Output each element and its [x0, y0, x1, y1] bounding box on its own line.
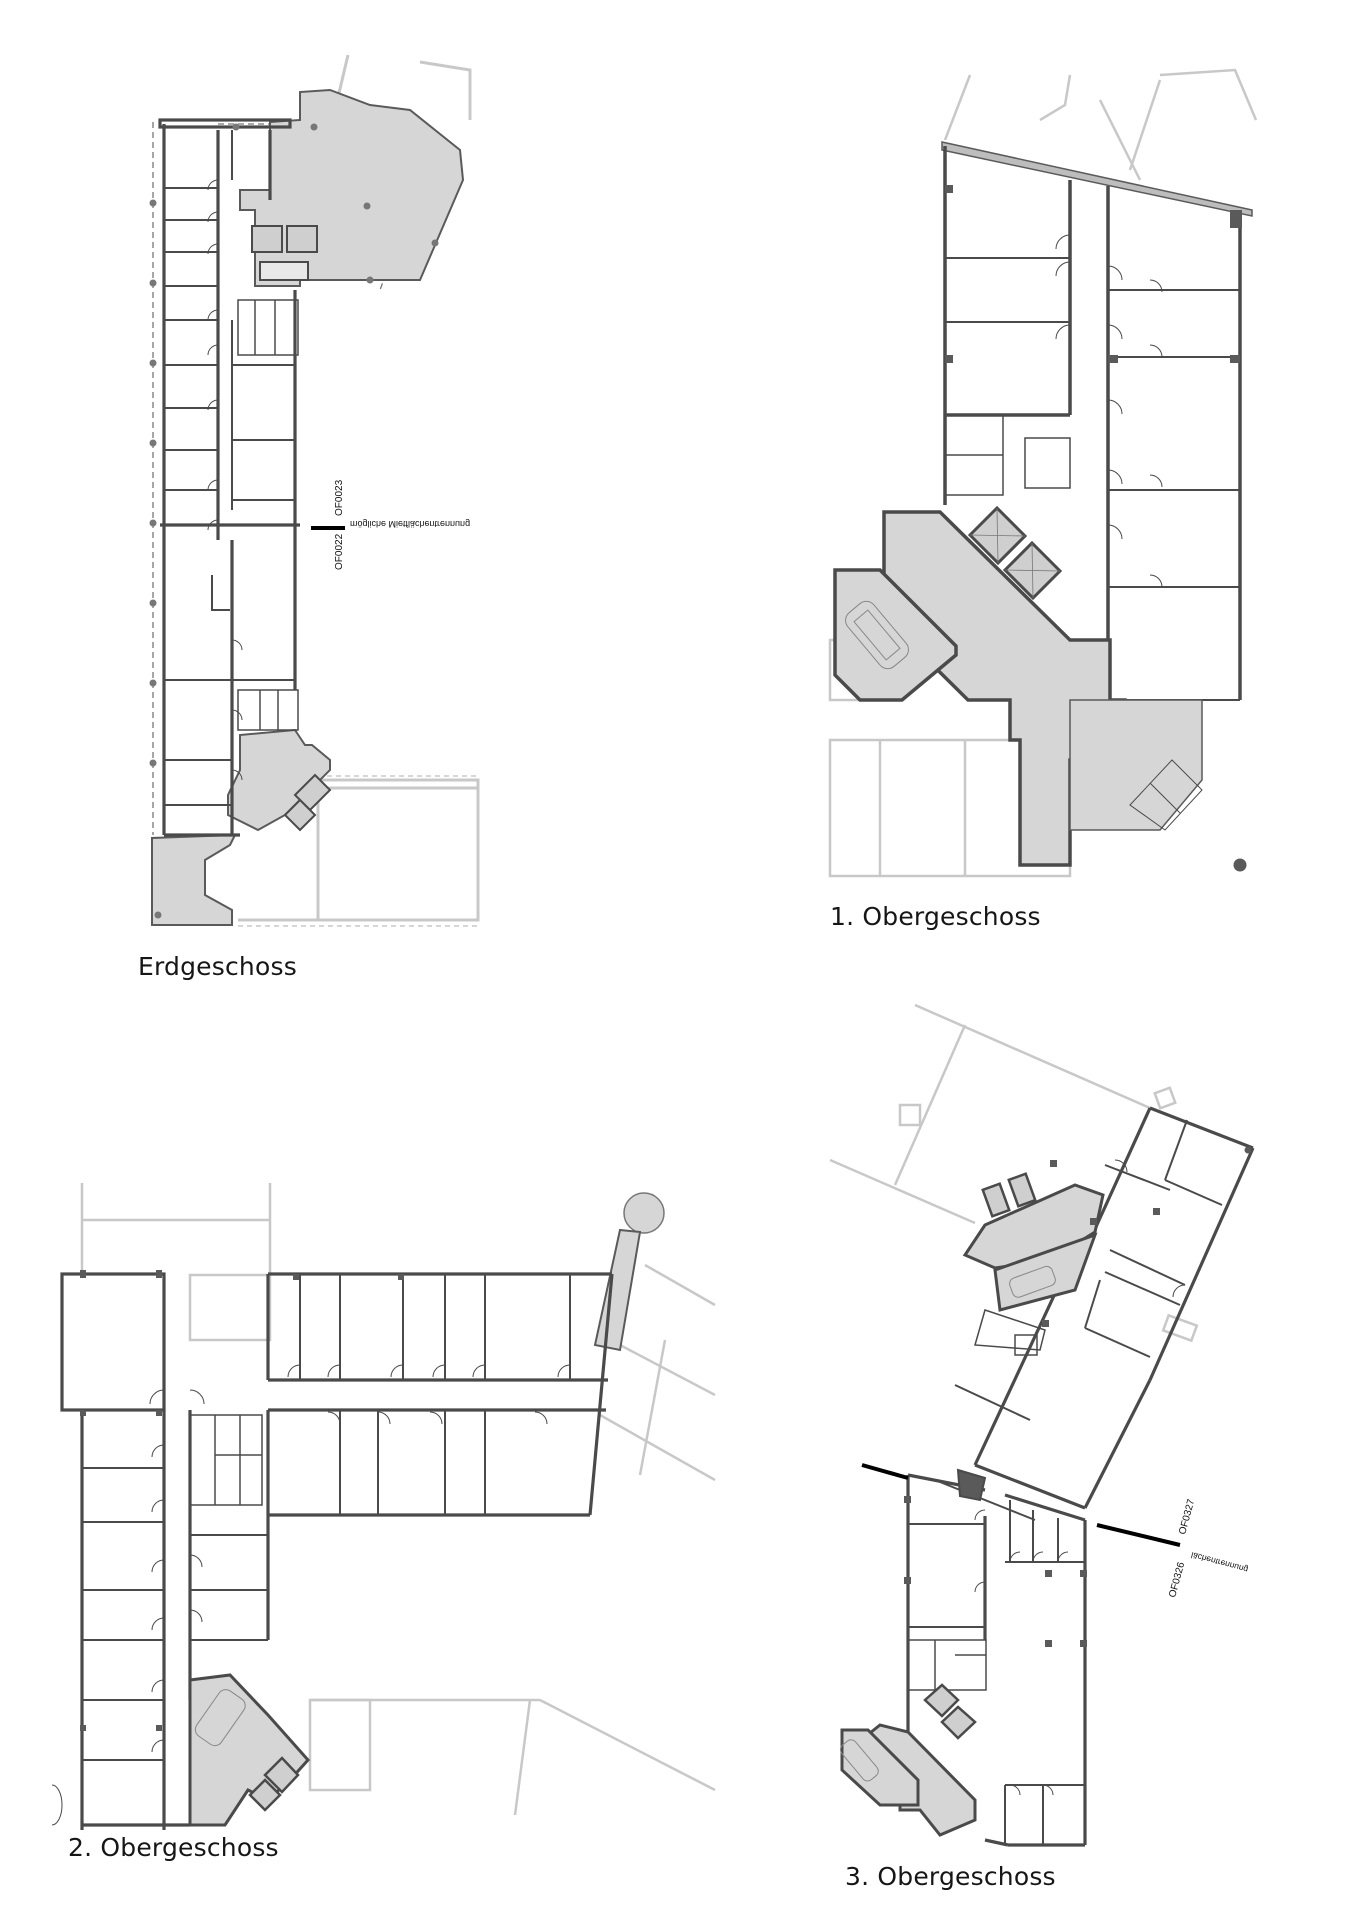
og3-division-line-west: [861, 1463, 909, 1480]
og3-division-note: lächentrennung: [1190, 1550, 1249, 1575]
plan-1-obergeschoss: [828, 68, 1258, 878]
plan-erdgeschoss: OF0023 OF0022 mögliche Mietflächentrennu…: [149, 54, 480, 927]
floor-caption-2-obergeschoss: 2. Obergeschoss: [68, 1833, 279, 1862]
eg-unit-below-label: OF0022: [334, 533, 345, 570]
eg-unit-above-label: OF0023: [334, 479, 345, 516]
floor-caption-1-obergeschoss: 1. Obergeschoss: [830, 902, 1041, 931]
og3-unit-above-label: OF0327: [1177, 1498, 1197, 1536]
eg-division-note: mögliche Mietflächentrennung: [350, 519, 470, 529]
og3-division-line-east: [1096, 1523, 1181, 1547]
floor-caption-3-obergeschoss: 3. Obergeschoss: [845, 1862, 1056, 1891]
floor-caption-erdgeschoss: Erdgeschoss: [138, 952, 297, 981]
og3-unit-below-label: OF0326: [1167, 1561, 1187, 1599]
plan-3-obergeschoss: OF0327 OF0326 lächentrennung: [829, 1003, 1255, 1847]
plan-2-obergeschoss: [51, 1183, 716, 1830]
